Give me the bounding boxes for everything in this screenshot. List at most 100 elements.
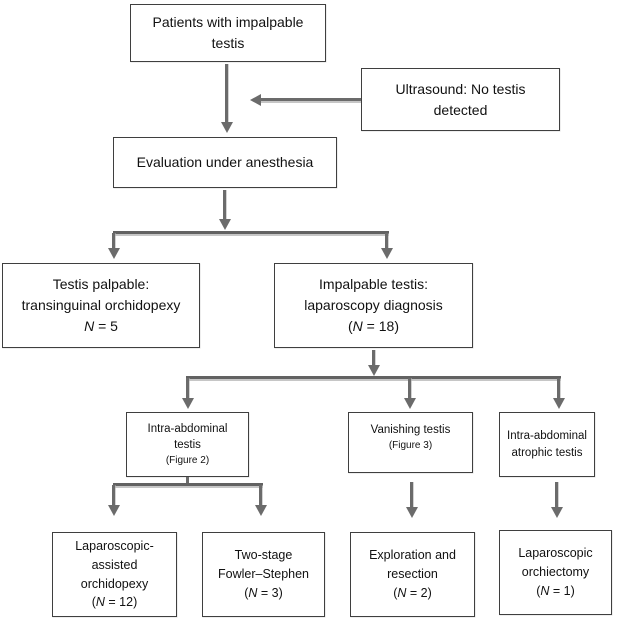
arrowhead-down-icon — [405, 507, 418, 518]
node-text-line: detected — [433, 101, 488, 118]
connector-stub-intra-abdominal — [186, 477, 189, 486]
arrow-shaft — [225, 64, 228, 122]
n-count-italic: N — [95, 595, 105, 610]
arrow-down-to-impalpable — [380, 233, 393, 259]
arrow-shaft — [408, 378, 411, 398]
node-text-line: Two-stage — [234, 548, 293, 563]
node-text-line: Intra-abdominal — [147, 422, 228, 435]
arrow-shaft — [112, 233, 115, 248]
node-laparoscopic-assisted-orchidopexy: Laparoscopic- assisted orchidopexy (N = … — [52, 532, 177, 617]
arrow-down-evaluation-to-split — [218, 190, 231, 230]
arrow-down-vanishing-to-exploration — [405, 482, 418, 518]
node-text-line: atrophic testis — [511, 446, 583, 459]
n-count-italic: N — [397, 585, 407, 600]
paren-open: ( — [536, 583, 541, 598]
node-text-line: testis — [211, 35, 245, 51]
arrow-down-patients-to-evaluation — [220, 64, 233, 133]
arrowhead-down-icon — [550, 507, 563, 518]
arrow-left-ultrasound-to-flow — [250, 93, 361, 106]
arrow-shaft — [410, 482, 413, 507]
node-text-line: testis — [174, 439, 201, 451]
node-text-line: (N = 18) — [348, 316, 399, 337]
node-exploration-and-resection: Exploration and resection (N = 2) — [350, 532, 475, 617]
arrowhead-down-icon — [107, 505, 120, 516]
arrow-shaft — [372, 350, 375, 365]
n-count-italic: N — [248, 585, 258, 600]
node-figure-note: (Figure 2) — [165, 455, 210, 467]
arrowhead-left-icon — [250, 93, 261, 106]
arrowhead-down-icon — [403, 398, 416, 409]
arrow-down-to-two-stage — [254, 485, 267, 516]
arrowhead-down-icon — [254, 505, 267, 516]
arrow-shaft — [385, 233, 388, 248]
n-count-value: = 12) — [104, 595, 138, 610]
node-text-line: orchiectomy — [521, 565, 590, 580]
arrowhead-down-icon — [218, 219, 231, 230]
arrowhead-down-icon — [107, 248, 120, 259]
node-patients-impalpable-testis: Patients with impalpable testis — [130, 4, 326, 62]
node-text-line: (N = 12) — [92, 593, 138, 612]
node-figure-note: (Figure 3) — [388, 440, 433, 452]
node-text-line: Intra-abdominal — [507, 430, 587, 443]
node-impalpable-laparoscopy: Impalpable testis: laparoscopy diagnosis… — [274, 263, 473, 348]
paren-open: ( — [393, 585, 398, 600]
node-text-line: resection — [387, 567, 438, 582]
arrow-shaft — [557, 378, 560, 398]
node-text-line: (N = 3) — [244, 584, 283, 603]
n-count-italic: N — [352, 318, 363, 334]
arrowhead-down-icon — [380, 248, 393, 259]
node-text-line: N = 5 — [84, 316, 118, 337]
node-testis-palpable-orchidopexy: Testis palpable: transinguinal orchidope… — [2, 263, 200, 348]
n-count-value: = 3) — [257, 585, 283, 600]
connector-bar-level3 — [186, 376, 561, 379]
node-text-line: Vanishing testis — [370, 424, 451, 436]
arrow-shaft — [112, 485, 115, 505]
node-text-line: assisted — [91, 557, 138, 572]
arrow-down-to-vanishing — [403, 378, 416, 409]
arrow-shaft — [261, 97, 361, 102]
arrow-down-atrophic-to-orchiectomy — [550, 482, 563, 518]
node-text-line: laparoscopy diagnosis — [304, 297, 443, 313]
node-vanishing-testis: Vanishing testis (Figure 3) — [348, 412, 473, 473]
arrow-shaft — [223, 190, 226, 219]
connector-bar-level4 — [113, 483, 263, 486]
node-laparoscopic-orchiectomy: Laparoscopic orchiectomy (N = 1) — [499, 530, 612, 615]
arrow-down-impalpable-to-split — [367, 350, 380, 376]
arrow-down-to-atrophic — [552, 378, 565, 409]
arrowhead-down-icon — [367, 365, 380, 376]
arrow-down-to-intra-abdominal — [181, 378, 194, 409]
paren-open: ( — [91, 595, 96, 610]
paren-open: ( — [348, 318, 353, 334]
node-evaluation-under-anesthesia: Evaluation under anesthesia — [113, 137, 337, 188]
node-text-line: Laparoscopic — [518, 546, 593, 561]
node-text-line: transinguinal orchidopexy — [21, 297, 181, 313]
arrow-shaft — [259, 485, 262, 505]
node-text-line: Impalpable testis: — [319, 276, 428, 292]
node-text-line: orchidopexy — [80, 576, 149, 591]
node-text-line: Fowler–Stephen — [217, 567, 310, 582]
node-text-line: (N = 2) — [393, 584, 432, 603]
node-two-stage-fowler-stephen: Two-stage Fowler–Stephen (N = 3) — [202, 532, 325, 617]
n-count-value: = 18) — [362, 318, 399, 334]
n-count-value: = 5 — [94, 318, 118, 334]
node-ultrasound-no-testis: Ultrasound: No testis detected — [361, 68, 560, 131]
n-count-italic: N — [84, 318, 95, 334]
node-intra-abdominal-atrophic: Intra-abdominal atrophic testis — [499, 412, 595, 477]
n-count-value: = 2) — [406, 585, 432, 600]
node-text-line: Evaluation under anesthesia — [136, 154, 314, 170]
arrowhead-down-icon — [181, 398, 194, 409]
paren-open: ( — [244, 585, 249, 600]
arrow-shaft — [555, 482, 558, 507]
node-text-line: Patients with impalpable — [152, 14, 304, 30]
n-count-italic: N — [540, 583, 550, 598]
connector-bar-level2 — [113, 231, 389, 234]
n-count-value: = 1) — [549, 583, 575, 598]
node-text-line: (N = 1) — [536, 582, 575, 601]
node-intra-abdominal-testis: Intra-abdominal testis (Figure 2) — [126, 412, 249, 477]
node-text-line: Testis palpable: — [52, 276, 150, 292]
arrow-down-to-palpable — [107, 233, 120, 259]
arrowhead-down-icon — [552, 398, 565, 409]
arrowhead-down-icon — [220, 122, 233, 133]
node-text-line: Exploration and — [369, 548, 456, 563]
